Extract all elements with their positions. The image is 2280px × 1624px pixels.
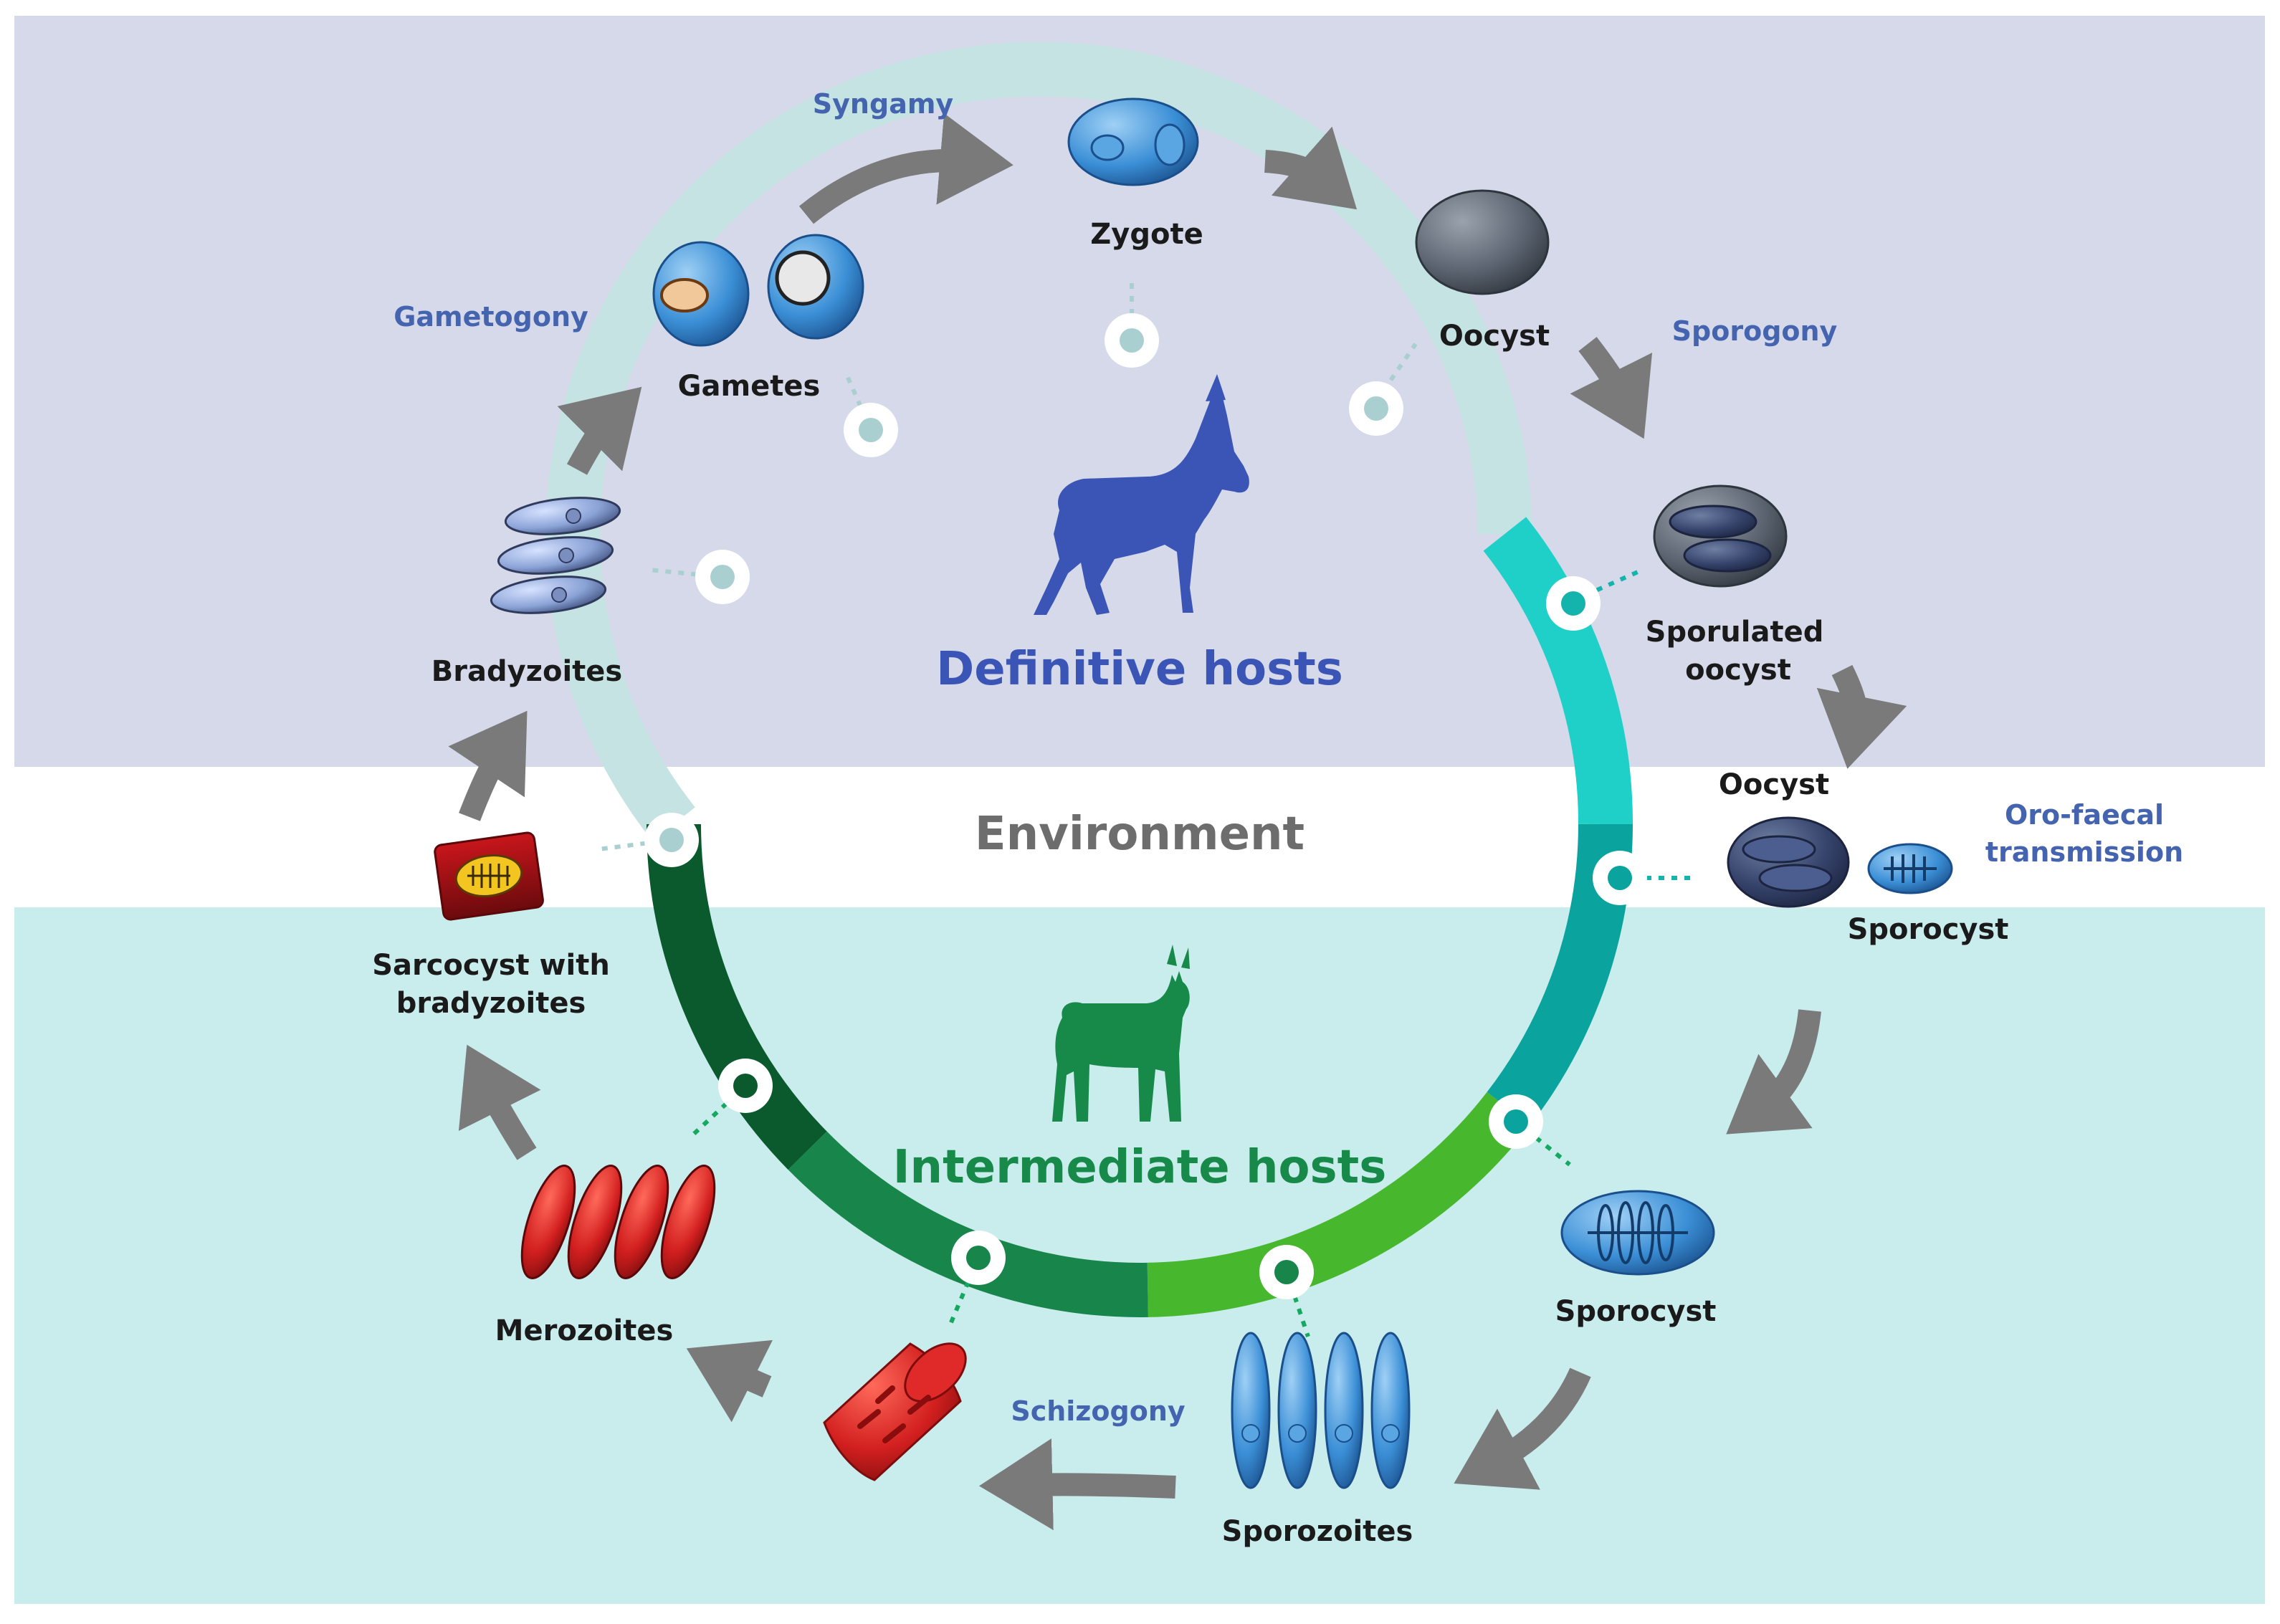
connector-sporozoites [1284, 1271, 1310, 1337]
ring-segment-dark-green [647, 823, 827, 1170]
sporulated-oocyst-icon [1653, 484, 1788, 588]
curved-arrow-icon [448, 710, 528, 821]
gametes-icon [652, 234, 864, 347]
dog-silhouette-icon [1034, 374, 1249, 615]
sarcocyst-label-line1: Sarcocyst with [372, 949, 610, 982]
node-sporulated [1546, 576, 1601, 631]
sporocyst-icon [1560, 1190, 1715, 1276]
oocyst-icon [1415, 189, 1550, 295]
schizogony-label: Schizogony [1011, 1395, 1186, 1427]
node-gametes [844, 403, 898, 457]
bradyzoites-icon [490, 497, 621, 614]
node-oocyst [1349, 381, 1403, 436]
sporulated-oocyst-label-line2: oocyst [1685, 654, 1791, 687]
zygote-icon [1067, 97, 1199, 186]
curved-arrow-icon [1816, 664, 1907, 769]
node-bradyzoites [695, 550, 750, 604]
curved-arrow-icon [557, 386, 642, 475]
sporogony-label: Sporogony [1672, 315, 1838, 347]
node-sporocyst [1489, 1094, 1543, 1149]
node-schizont [951, 1231, 1006, 1285]
curved-arrow-icon [1264, 126, 1358, 210]
ring-segment-light-green [1147, 1092, 1530, 1317]
environment-label: Environment [975, 808, 1304, 861]
connectors [598, 276, 1695, 1337]
curved-arrow-icon [686, 1339, 773, 1423]
sarcocyst-icon [434, 831, 544, 921]
curved-arrow-icon [1570, 337, 1653, 439]
sporocyst-label: Sporocyst [1555, 1295, 1717, 1328]
merozoites-label: Merozoites [495, 1314, 674, 1347]
environment-oocyst-icon [1727, 816, 1850, 908]
llama-silhouette-icon [1052, 945, 1190, 1122]
gametogony-label: Gametogony [393, 301, 588, 333]
environment-sporocyst-icon [1867, 843, 1953, 894]
intermediate-hosts-label: Intermediate hosts [893, 1141, 1387, 1194]
oro-faecal-label-line2: transmission [1985, 836, 2183, 868]
curved-arrow-icon [979, 1438, 1176, 1531]
ring-nodes [644, 313, 1647, 1299]
sporozoites-label: Sporozoites [1222, 1515, 1413, 1548]
oro-faecal-label-line1: Oro-faecal [2005, 799, 2164, 831]
merozoites-icon [520, 1165, 716, 1279]
sarcocyst-label-line2: bradyzoites [396, 987, 586, 1020]
gametes-label: Gametes [678, 370, 821, 403]
oocyst-label: Oocyst [1439, 320, 1550, 353]
curved-arrow-icon [1726, 1009, 1821, 1135]
node-sarcocyst [644, 813, 699, 867]
environment-sporocyst-label: Sporocyst [1848, 913, 2009, 946]
node-sporozoites [1259, 1245, 1314, 1299]
node-env-oocyst [1593, 851, 1647, 905]
definitive-hosts-label: Definitive hosts [936, 643, 1343, 696]
zygote-label: Zygote [1090, 218, 1203, 251]
curved-arrow-icon [1454, 1367, 1591, 1490]
sporulated-oocyst-label-line1: Sporulated [1646, 616, 1824, 649]
schizont-icon [823, 1342, 967, 1481]
curved-arrow-icon [798, 113, 1013, 224]
syngamy-label: Syngamy [813, 88, 954, 120]
cycle-arrows [448, 113, 1907, 1531]
connector-gametes [844, 371, 873, 431]
bradyzoites-label: Bradyzoites [431, 655, 622, 688]
curved-arrow-icon [458, 1044, 541, 1160]
environment-oocyst-label: Oocyst [1719, 768, 1829, 801]
sporozoites-icon [1231, 1332, 1411, 1489]
ring-segment-teal [1483, 517, 1633, 825]
node-merozoites [718, 1059, 773, 1113]
node-zygote [1105, 313, 1159, 368]
